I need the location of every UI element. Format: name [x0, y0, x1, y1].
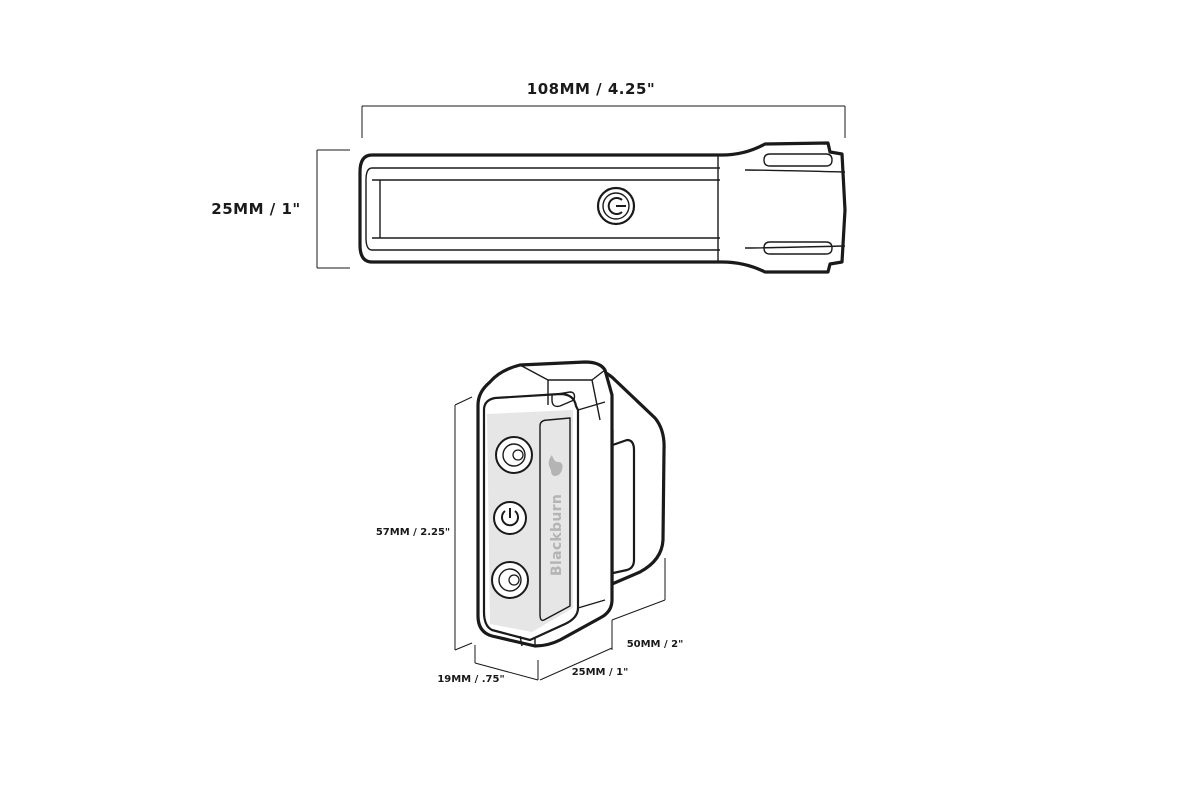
width-dimension-line	[316, 149, 350, 269]
width-dimension-label: 25MM / 1"	[211, 200, 300, 218]
height-dimension-label: 57MM / 2.25"	[376, 527, 450, 538]
height-dimension-line	[454, 396, 473, 651]
angled-view: 57MM / 2.25" 19MM / .75" 25MM / 1" 50MM …	[376, 360, 684, 685]
depth-side-dimension-line	[611, 558, 666, 650]
length-dimension-label: 108MM / 4.25"	[527, 80, 655, 98]
depth-bottom-dimension-label: 25MM / 1"	[572, 667, 629, 678]
brand-logo: Blackburn	[549, 494, 565, 576]
power-icon	[596, 186, 636, 226]
depth-side-dimension-label: 50MM / 2"	[627, 639, 684, 650]
mode-button-top	[495, 436, 533, 474]
brand-wordmark: Blackburn	[549, 494, 565, 576]
length-dimension-line	[361, 105, 846, 138]
power-icon	[493, 501, 527, 535]
flame-logo-icon	[548, 455, 563, 476]
depth-front-dimension-line	[474, 645, 539, 681]
light-body-angled	[476, 360, 614, 648]
depth-front-dimension-label: 19MM / .75"	[437, 674, 504, 685]
top-view: 108MM / 4.25" 25MM / 1"	[211, 80, 847, 274]
mode-button-bottom	[491, 561, 529, 599]
